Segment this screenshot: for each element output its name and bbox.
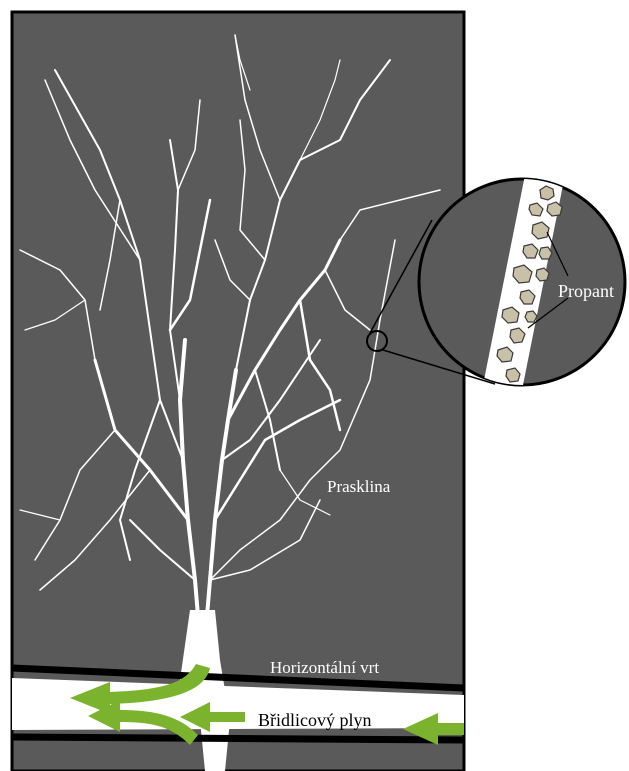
proppant-label: Propant [558,282,614,300]
fracture-label: Prasklina [327,478,390,495]
shale-gas-label: Břidlicový plyn [258,711,372,729]
rock-formation [12,12,464,771]
horizontal-well-label: Horizontální vrt [270,659,379,676]
